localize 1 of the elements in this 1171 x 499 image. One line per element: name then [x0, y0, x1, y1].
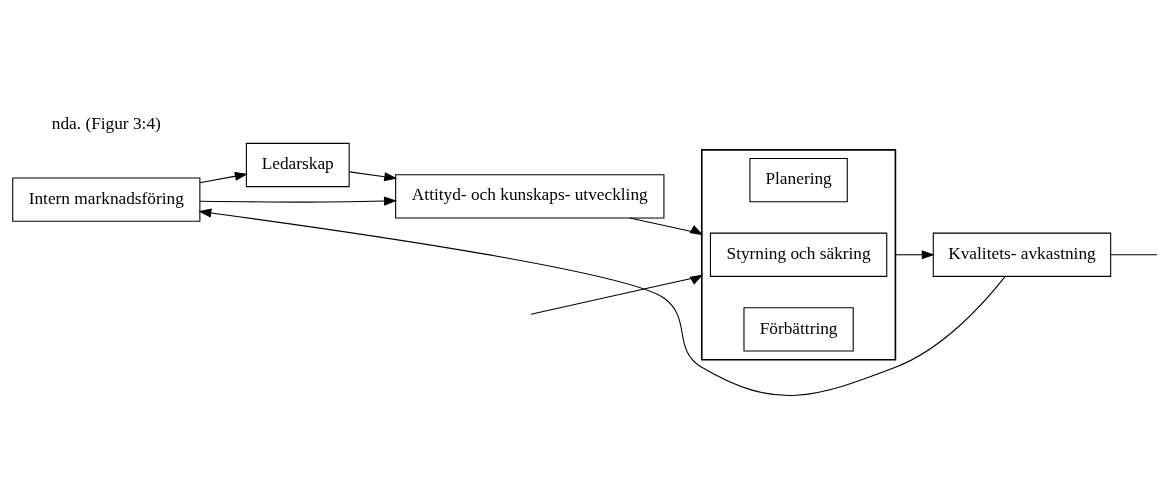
label: nda. (Figur 3:4) — [51, 114, 161, 134]
